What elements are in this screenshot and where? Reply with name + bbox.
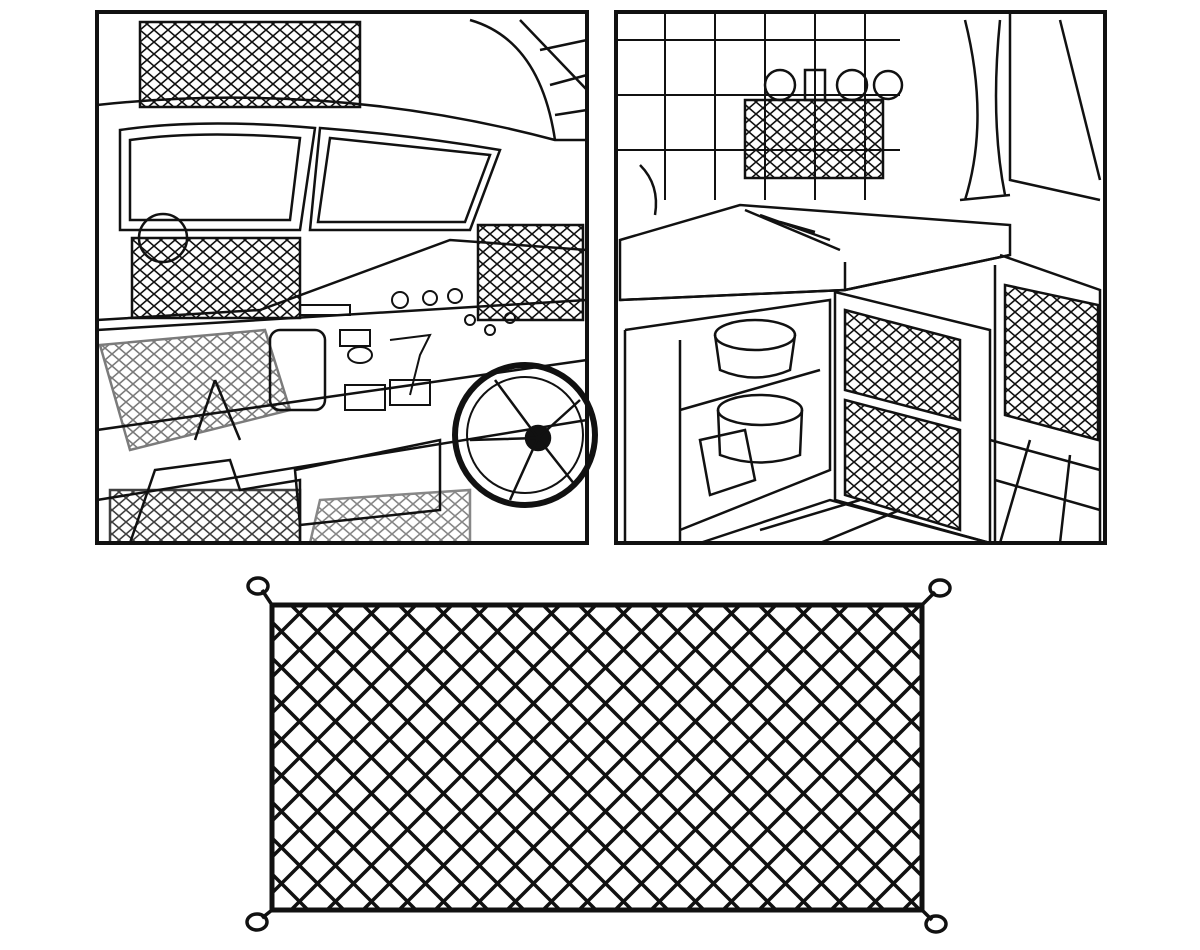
side-net bbox=[476, 223, 585, 322]
net-strand bbox=[1083, 605, 1200, 910]
net-strand bbox=[469, 605, 778, 910]
net-strand bbox=[272, 871, 310, 910]
net-strand bbox=[1191, 605, 1200, 910]
cargo-net-icon bbox=[245, 576, 1200, 934]
net-strand bbox=[975, 605, 1200, 910]
net-strand bbox=[975, 605, 1200, 910]
net-strand bbox=[1119, 605, 1200, 910]
net-strand bbox=[613, 605, 922, 910]
net-strand bbox=[1047, 605, 1200, 910]
net-strand bbox=[1155, 605, 1200, 910]
net-strand bbox=[505, 605, 814, 910]
net-strand bbox=[272, 799, 382, 910]
net-strand bbox=[272, 605, 382, 716]
net-strand bbox=[289, 605, 598, 910]
net-strand bbox=[901, 605, 922, 627]
net-strand bbox=[577, 605, 886, 910]
net-strand bbox=[1155, 605, 1200, 910]
net-strand bbox=[272, 605, 310, 644]
kitchen-panel bbox=[614, 10, 1107, 545]
wall-net bbox=[743, 98, 885, 180]
net-strand bbox=[721, 708, 922, 910]
net-strand bbox=[1083, 605, 1200, 910]
net-strand bbox=[685, 672, 922, 910]
net-strand bbox=[272, 605, 490, 824]
net-strand bbox=[272, 907, 274, 910]
door-net-lower bbox=[843, 398, 962, 532]
corner-loops bbox=[245, 576, 952, 934]
net-strand bbox=[272, 605, 418, 752]
dashboard-net bbox=[130, 236, 302, 320]
net-strand bbox=[1011, 605, 1200, 910]
net-strand bbox=[1119, 605, 1200, 910]
net-strand bbox=[649, 636, 922, 910]
overhead-net bbox=[138, 20, 362, 109]
net-strand bbox=[793, 780, 922, 910]
net-strand bbox=[397, 605, 706, 910]
net-strand bbox=[901, 888, 922, 910]
net-strand bbox=[939, 605, 1200, 910]
net-strand bbox=[272, 835, 346, 910]
net-strand bbox=[433, 605, 742, 910]
net-strand bbox=[865, 852, 922, 910]
net-strand bbox=[757, 744, 922, 910]
net-strand bbox=[272, 605, 562, 896]
net-strand bbox=[1047, 605, 1200, 910]
net-strand bbox=[793, 605, 922, 735]
net-strand bbox=[1011, 605, 1200, 910]
net-strand bbox=[541, 605, 850, 910]
net-strand bbox=[939, 605, 1200, 910]
net-strand bbox=[272, 605, 454, 788]
side-cabinet-net bbox=[1003, 283, 1100, 442]
net-strand bbox=[829, 816, 922, 910]
net-strand bbox=[272, 605, 274, 608]
net-strand bbox=[865, 605, 922, 663]
net-strand bbox=[325, 605, 634, 910]
cockpit-panel bbox=[95, 10, 598, 545]
net-strand bbox=[361, 605, 670, 910]
net-strand bbox=[272, 605, 346, 680]
net-strand bbox=[272, 763, 418, 910]
net-strand bbox=[829, 605, 922, 699]
net-strand bbox=[272, 605, 526, 860]
net-strand bbox=[1191, 605, 1200, 910]
door-net-upper bbox=[843, 308, 962, 422]
